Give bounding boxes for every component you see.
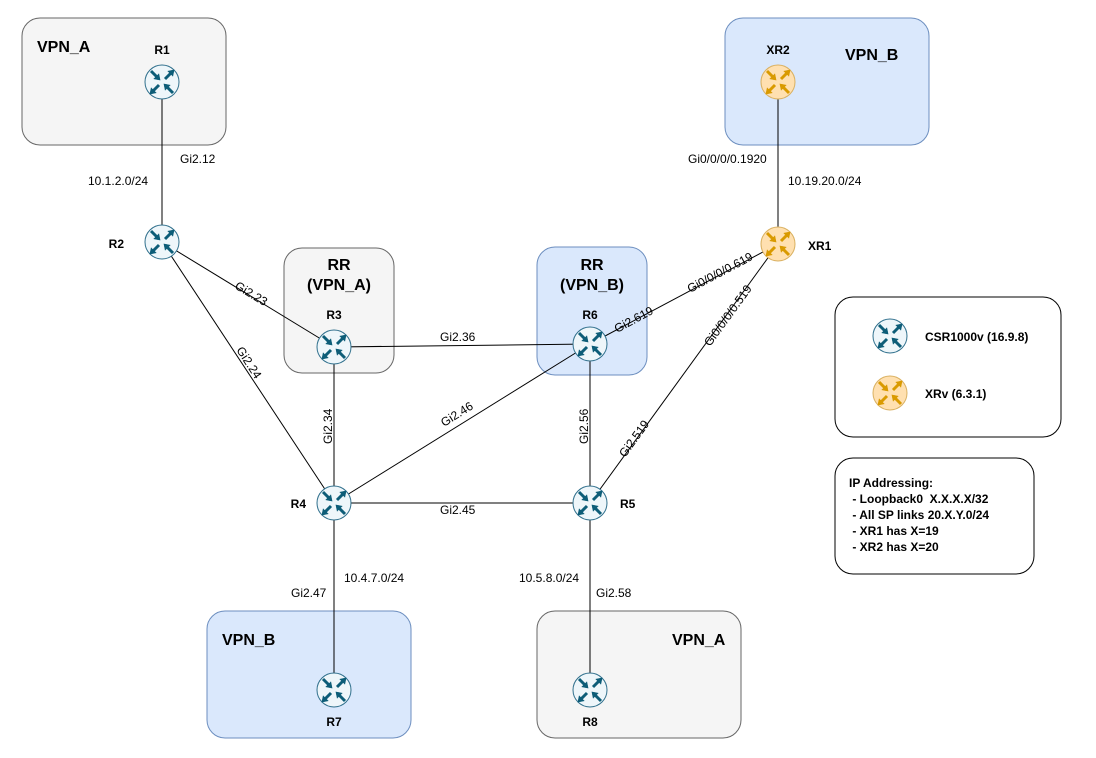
router-label: R3 (326, 308, 342, 322)
group-box (536, 246, 648, 376)
ip-addressing-line: - XR2 has X=20 (849, 540, 939, 554)
ip-addressing-title: IP Addressing: (849, 476, 933, 490)
interface-label: Gi2.12 (180, 152, 216, 166)
link-R2-R4 (161, 241, 335, 504)
interface-label: Gi2.46 (438, 399, 476, 430)
group-vpn-a-top: VPN_A (21, 17, 227, 146)
interface-label: 10.19.20.0/24 (788, 174, 862, 188)
link-R4-R6 (333, 343, 591, 504)
router-label: R8 (582, 715, 598, 729)
ip-addressing-line: - Loopback0 X.X.X.X/32 (849, 492, 989, 506)
group-rr-vpn-b: RR (VPN_B) (536, 246, 648, 376)
router-label: R1 (154, 43, 170, 57)
legend-box (834, 296, 1062, 438)
router-label: R4 (291, 497, 307, 511)
ip-addressing-box (834, 457, 1035, 575)
interface-label: 10.5.8.0/24 (519, 571, 579, 585)
router-label: R2 (109, 237, 125, 251)
interface-label: Gi2.24 (233, 344, 264, 382)
group-box (283, 247, 395, 374)
router-label: R6 (582, 308, 598, 322)
router-R2-icon[interactable] (144, 224, 180, 260)
interface-label: Gi0/0/0/0.519 (701, 282, 755, 349)
legend-csr-icon[interactable] (872, 318, 908, 354)
router-label: R7 (326, 715, 342, 729)
group-title: (VPN_A) (307, 277, 371, 294)
group-title: RR (580, 257, 604, 274)
group-title: (VPN_B) (560, 277, 624, 294)
group-rr-vpn-a: RR (VPN_A) (283, 247, 395, 374)
interface-label: Gi2.36 (440, 330, 476, 344)
interface-label: Gi2.519 (616, 417, 652, 459)
group-box (724, 17, 930, 146)
router-label: XR1 (808, 239, 832, 253)
group-box (21, 17, 227, 146)
interface-label: Gi2.47 (291, 586, 327, 600)
legend-label: XRv (6.3.1) (925, 387, 986, 401)
link-R2-R3 (161, 241, 335, 348)
router-R8-icon[interactable] (572, 672, 608, 708)
interface-label: 10.1.2.0/24 (88, 174, 148, 188)
interface-label: 10.4.7.0/24 (344, 571, 404, 585)
group-vpn-b-top: VPN_B (724, 17, 930, 146)
link-R5-XR1 (589, 243, 779, 504)
router-XR1-icon[interactable] (760, 226, 796, 262)
interface-label: Gi2.34 (321, 408, 335, 444)
group-title: VPN_A (672, 632, 726, 649)
router-R7-icon[interactable] (316, 672, 352, 708)
group-title: VPN_B (845, 47, 898, 64)
link-R3-R6 (333, 343, 591, 348)
group-title: VPN_A (37, 39, 91, 56)
group-vpn-b-bottom: VPN_B (206, 610, 412, 739)
router-R4-icon[interactable] (316, 485, 352, 521)
router-XR2-icon[interactable] (760, 64, 796, 100)
legend-label: CSR1000v (16.9.8) (925, 330, 1028, 344)
link-R6-XR1 (589, 243, 779, 345)
interface-label: Gi2.23 (232, 279, 270, 309)
interface-label: Gi2.56 (577, 408, 591, 444)
interface-label: Gi2.58 (596, 586, 632, 600)
legend-xrv-icon[interactable] (872, 375, 908, 411)
router-label: R5 (620, 497, 636, 511)
group-box (536, 610, 742, 739)
router-label: XR2 (766, 43, 790, 57)
interface-label: Gi2.45 (440, 503, 476, 517)
ip-addressing-line: - XR1 has X=19 (849, 524, 939, 538)
router-R1-icon[interactable] (144, 64, 180, 100)
router-R5-icon[interactable] (572, 485, 608, 521)
router-R6-icon[interactable] (572, 326, 608, 362)
group-title: RR (327, 257, 351, 274)
group-vpn-a-bottom: VPN_A (536, 610, 742, 739)
group-box (206, 610, 412, 739)
router-R3-icon[interactable] (316, 329, 352, 365)
ip-addressing-line: - All SP links 20.X.Y.0/24 (849, 508, 989, 522)
group-title: VPN_B (222, 632, 275, 649)
interface-label: Gi0/0/0/0.1920 (688, 152, 767, 166)
